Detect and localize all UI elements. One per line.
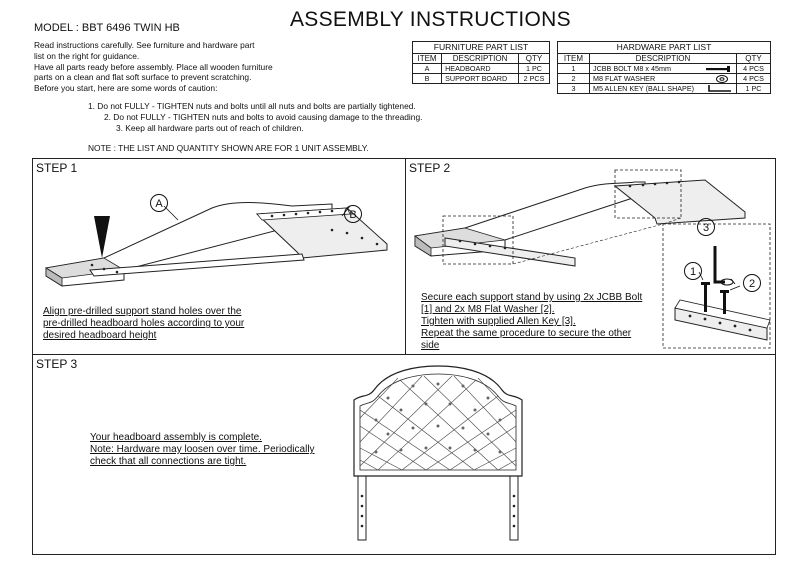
table-row: A HEADBOARD 1 PC — [411, 63, 550, 74]
intro-line: Before you start, here are some words of… — [34, 83, 218, 94]
cell: HEADBOARD — [441, 63, 520, 74]
washer-icon — [715, 75, 728, 83]
caption-line: Secure each support stand by using 2x JC… — [421, 292, 643, 303]
caption-line: desired headboard height — [43, 330, 157, 341]
table-row: 1 JCBB BOLT M8 x 45mm 4 PCS — [557, 63, 772, 74]
step3-label: STEP 3 — [36, 357, 78, 371]
caption-line: check that all connections are tight. — [90, 456, 247, 467]
step1-illustration — [44, 202, 388, 287]
step2-illustration — [414, 169, 771, 349]
intro-line: parts on a clean and flat soft surface t… — [34, 72, 252, 83]
caption-line: Your headboard assembly is complete. — [90, 432, 262, 443]
cell-text: M5 ALLEN KEY (BALL SHAPE) — [592, 84, 695, 93]
cell: 1 PC — [518, 63, 550, 74]
cell: 1 PC — [735, 83, 772, 94]
caption-line: Repeat the same procedure to secure the … — [421, 328, 632, 339]
cell-text: M8 FLAT WASHER — [592, 74, 656, 83]
col-header: QTY — [735, 53, 772, 64]
col-header: ITEM — [557, 53, 590, 64]
intro-line: Have all parts ready before assembly. Pl… — [34, 61, 273, 72]
cell: JCBB BOLT M8 x 45mm — [588, 63, 737, 74]
cell: 2 PCS — [518, 73, 550, 84]
col-header: ITEM — [411, 53, 443, 64]
step1-label: STEP 1 — [36, 161, 78, 175]
table-row: 2 M8 FLAT WASHER 4 PCS — [557, 73, 772, 84]
cell: 4 PCS — [735, 73, 772, 84]
caution-2: 2. Do not FULLY - TIGHTEN nuts and bolts… — [104, 112, 423, 122]
headboard-illustration — [353, 365, 523, 541]
intro-text: Read instructions carefully. See furnitu… — [34, 40, 334, 94]
cell: B — [411, 73, 443, 84]
cell: M8 FLAT WASHER — [588, 73, 737, 84]
furniture-list-title: FURNITURE PART LIST — [412, 41, 550, 54]
table-row: B SUPPORT BOARD 2 PCS — [411, 73, 550, 84]
step3-caption: Your headboard assembly is complete. Not… — [90, 432, 315, 468]
step1-caption: Align pre-drilled support stand holes ov… — [43, 306, 244, 342]
step2-caption: Secure each support stand by using 2x JC… — [421, 292, 642, 352]
hardware-list-title: HARDWARE PART LIST — [557, 41, 771, 54]
intro-line: list on the right for guidance. — [34, 50, 140, 61]
cell: 1 — [557, 63, 590, 74]
caution-3: 3. Keep all hardware parts out of reach … — [116, 123, 304, 133]
furniture-part-list: FURNITURE PART LIST ITEM DESCRIPTION QTY… — [411, 41, 550, 84]
caption-line: side — [421, 340, 440, 351]
intro-line: Read instructions carefully. See furnitu… — [34, 40, 255, 50]
caption-line: Note: Hardware may loosen over time. Per… — [90, 444, 315, 455]
cell: A — [411, 63, 443, 74]
bolt-icon — [705, 66, 730, 72]
cell: 4 PCS — [735, 63, 772, 74]
page-title: ASSEMBLY INSTRUCTIONS — [290, 8, 571, 31]
hardware-part-list: HARDWARE PART LIST ITEM DESCRIPTION QTY … — [557, 41, 772, 94]
col-header: QTY — [518, 53, 550, 64]
cell: 2 — [557, 73, 590, 84]
cell: M5 ALLEN KEY (BALL SHAPE) — [588, 83, 737, 94]
cell: 3 — [557, 83, 590, 94]
step3-panel — [32, 354, 776, 555]
callout-3: 3 — [697, 218, 715, 236]
caution-1: 1. Do not FULLY - TIGHTEN nuts and bolts… — [88, 101, 416, 111]
cell: SUPPORT BOARD — [441, 73, 520, 84]
step2-label: STEP 2 — [409, 161, 451, 175]
cell-text: JCBB BOLT M8 x 45mm — [592, 64, 671, 73]
allen-key-icon — [708, 85, 731, 92]
model-number: MODEL : BBT 6496 TWIN HB — [34, 22, 180, 34]
caption-line: Tighten with supplied Allen Key [3]. — [421, 316, 576, 327]
table-row: 3 M5 ALLEN KEY (BALL SHAPE) 1 PC — [557, 83, 772, 94]
quantity-note: NOTE : THE LIST AND QUANTITY SHOWN ARE F… — [88, 143, 369, 153]
col-header: DESCRIPTION — [588, 53, 737, 64]
callout-a: A — [150, 194, 168, 212]
callout-b: B — [344, 205, 362, 223]
caption-line: pre-drilled headboard holes according to… — [43, 318, 245, 329]
caption-line: Align pre-drilled support stand holes ov… — [43, 306, 242, 317]
callout-1: 1 — [684, 262, 702, 280]
col-header: DESCRIPTION — [441, 53, 520, 64]
callout-2: 2 — [743, 274, 761, 292]
caption-line: [1] and 2x M8 Flat Washer [2]. — [421, 304, 555, 315]
